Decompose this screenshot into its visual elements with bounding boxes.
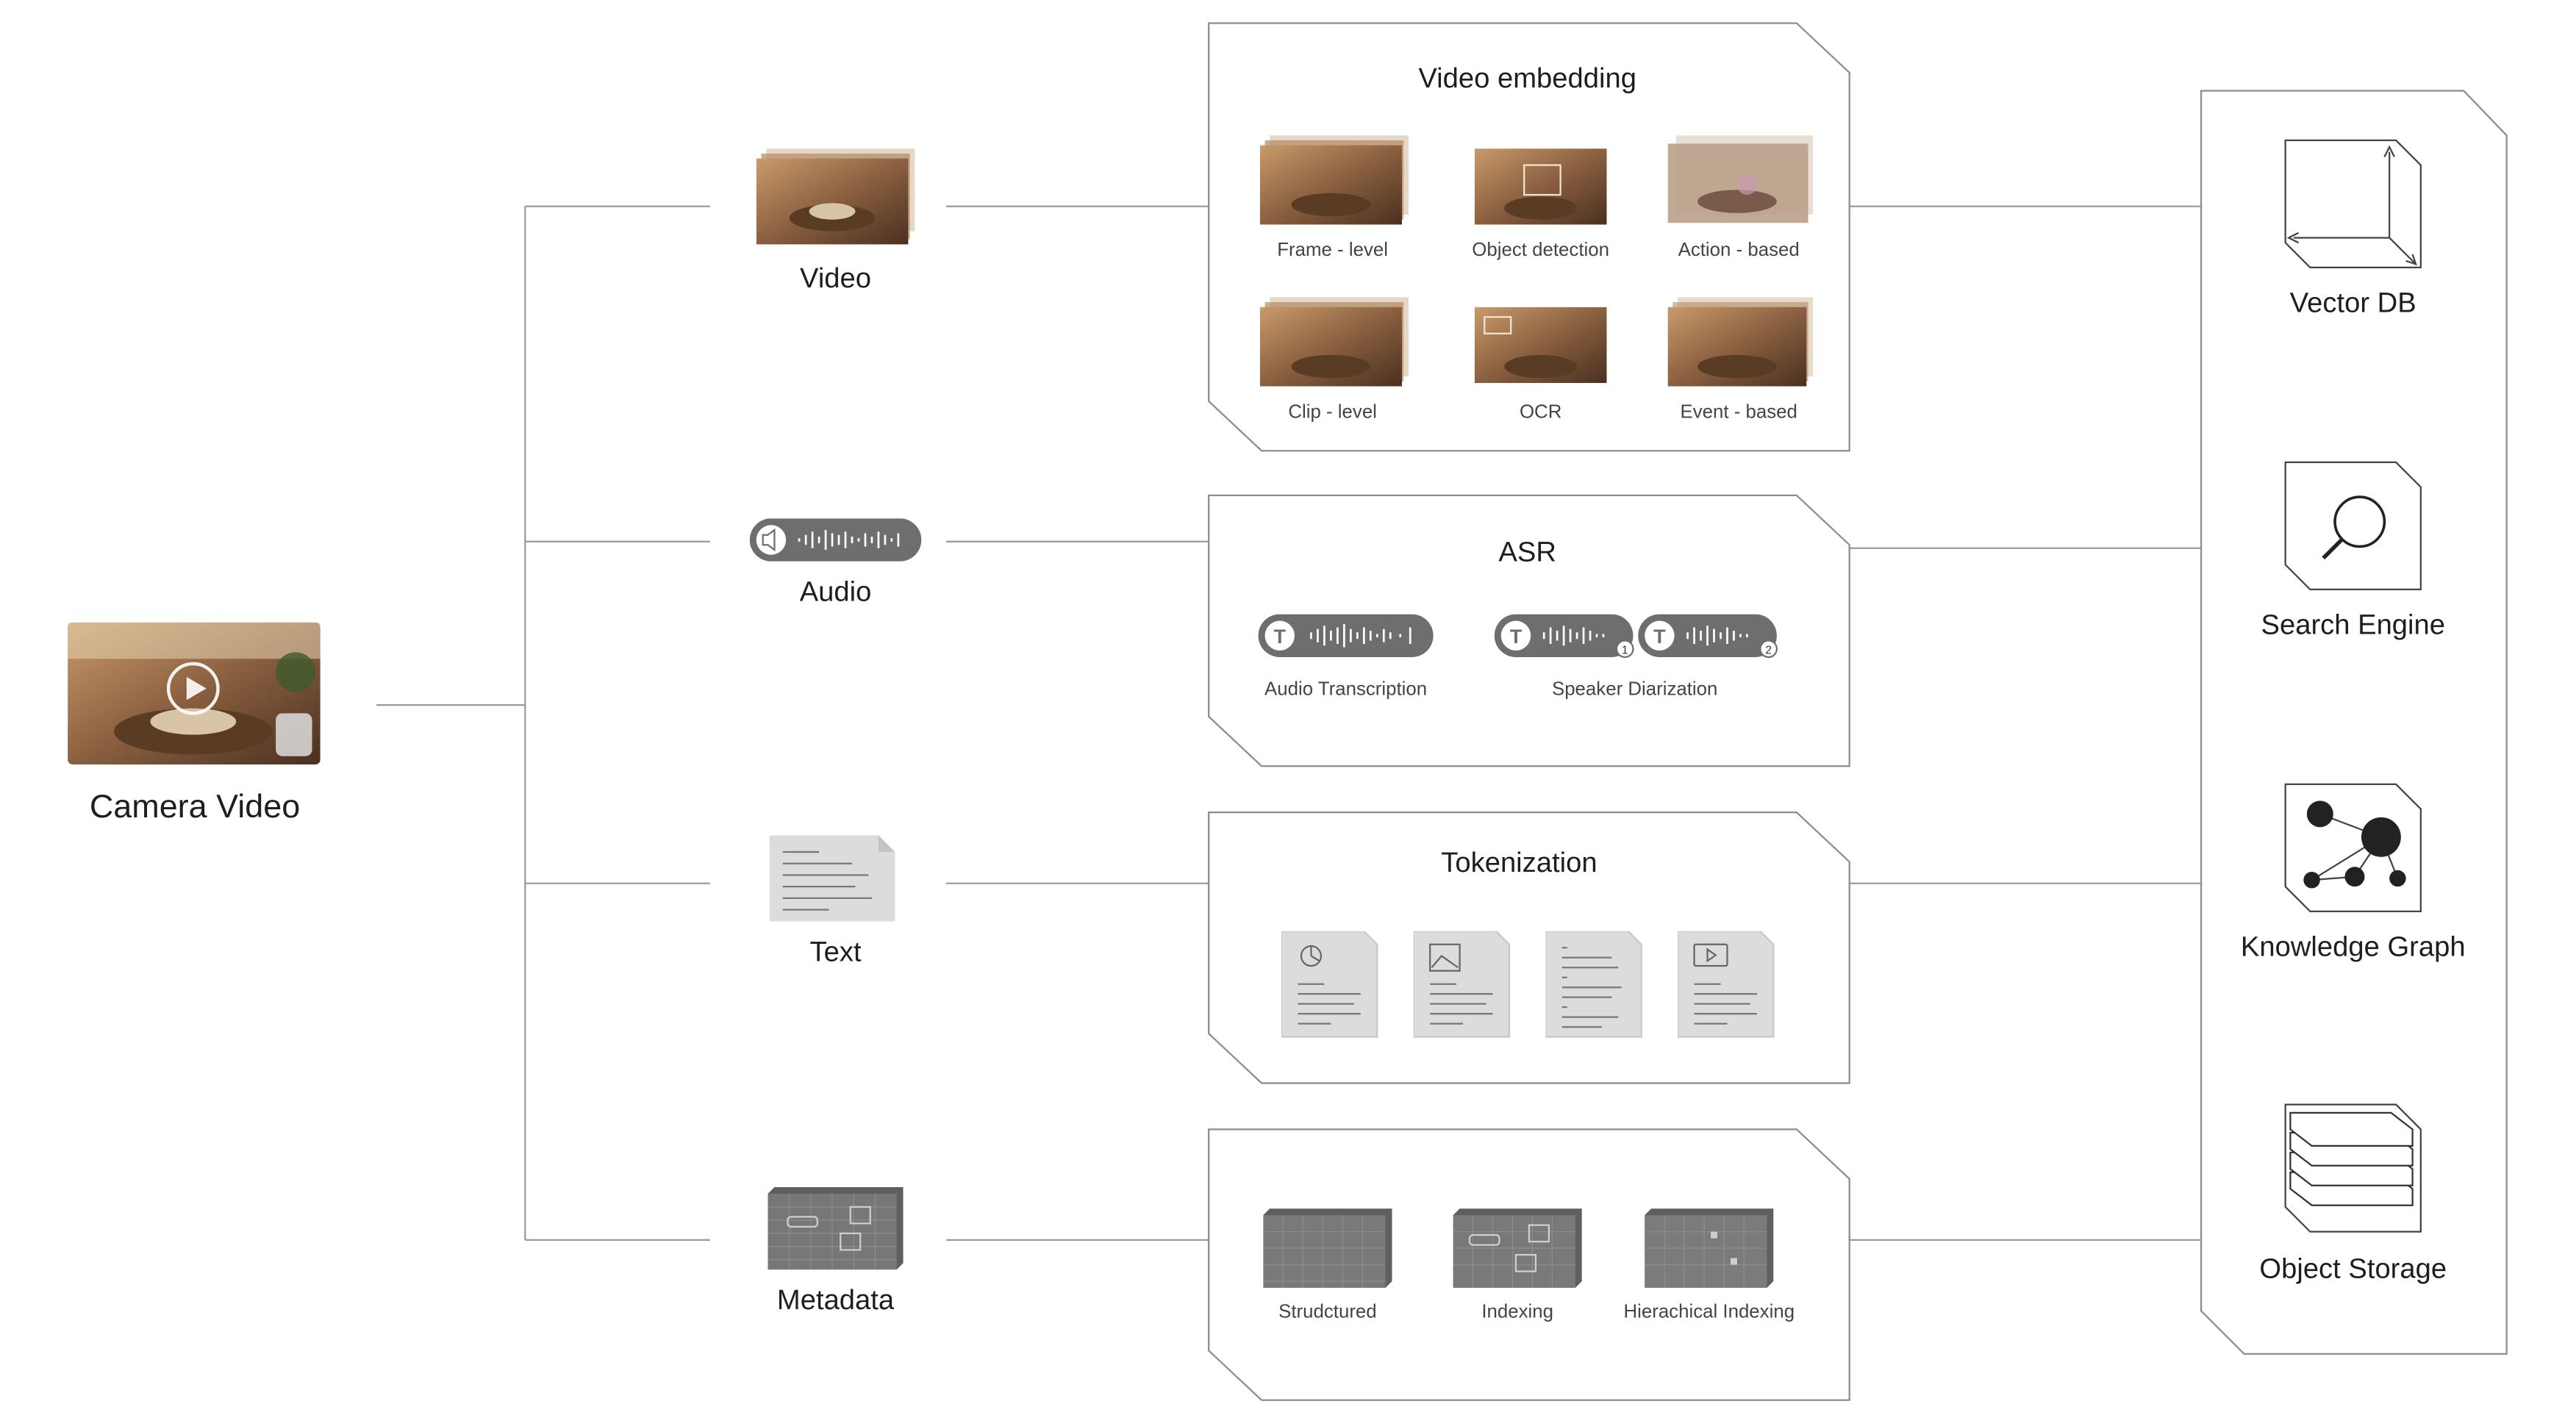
- action-based-thumb: [1667, 135, 1814, 223]
- search-engine-icon: [2284, 461, 2422, 590]
- speaker-2-pill-icon: T 2: [1638, 614, 1778, 659]
- object-detection-thumb: [1474, 148, 1607, 225]
- vector-db-label: Vector DB: [2289, 287, 2416, 319]
- speaker-1-pill-glyph: T: [1510, 626, 1523, 648]
- camera-video-thumbnail[interactable]: [68, 622, 321, 764]
- doc-video-icon: [1678, 931, 1775, 1038]
- metadata-modality-label: Metadata: [776, 1284, 895, 1317]
- audio-transcription-label: Audio Transcription: [1264, 680, 1428, 701]
- hierarchical-indexing-label: Hierachical Indexing: [1623, 1303, 1795, 1323]
- speaker-2-pill-glyph: T: [1653, 626, 1666, 648]
- indexing-icon: [1453, 1208, 1582, 1288]
- ocr-label: OCR: [1519, 403, 1562, 423]
- asr-title: ASR: [1498, 536, 1556, 568]
- ocr-thumb: [1474, 307, 1607, 384]
- tokenization-title: Tokenization: [1441, 847, 1598, 878]
- event-based-thumb: [1667, 297, 1814, 387]
- hierarchical-indexing-icon: [1645, 1208, 1774, 1288]
- event-based-item: [1667, 297, 1814, 395]
- vector-db-icon: [2284, 139, 2422, 268]
- video-embedding-title: Video embedding: [1418, 62, 1636, 95]
- clip-level-label: Clip - level: [1288, 403, 1377, 423]
- knowledge-graph-label: Knowledge Graph: [2240, 931, 2466, 963]
- structured-label: Strudctured: [1278, 1303, 1377, 1323]
- indexing-label: Indexing: [1481, 1303, 1554, 1323]
- ocr-item: [1474, 307, 1607, 392]
- transcription-pill-icon: T: [1258, 614, 1434, 657]
- audio-modality-label: Audio: [799, 576, 872, 608]
- frame-level-thumb: [1259, 135, 1409, 225]
- object-storage-icon: [2284, 1103, 2422, 1233]
- action-based-label: Action - based: [1678, 240, 1800, 261]
- speaker-diarization-label: Speaker Diarization: [1551, 680, 1718, 701]
- text-document-icon: [769, 835, 895, 922]
- metadata-grid-icon: [768, 1186, 904, 1270]
- object-detection-item: [1474, 148, 1607, 233]
- audio-waveform-icon: [749, 518, 922, 562]
- frame-level-item: [1259, 135, 1409, 233]
- doc-list-icon: [1545, 931, 1642, 1038]
- storage-panel: [2200, 90, 2508, 1355]
- object-storage-label: Object Storage: [2259, 1253, 2447, 1285]
- object-detection-label: Object detection: [1472, 240, 1609, 261]
- clip-level-thumb: [1259, 297, 1409, 387]
- search-engine-label: Search Engine: [2261, 609, 2446, 641]
- video-stack-icon: [756, 148, 915, 245]
- speaker-1-pill-icon: T 1: [1494, 614, 1634, 659]
- speaker-2-badge: 2: [1765, 644, 1772, 656]
- transcription-pill-glyph: T: [1274, 626, 1287, 648]
- structured-icon: [1263, 1208, 1392, 1288]
- event-based-label: Event - based: [1680, 403, 1797, 423]
- video-modality-label: Video: [800, 262, 872, 294]
- speaker-1-badge: 1: [1622, 644, 1628, 656]
- doc-chart-icon: [1281, 931, 1378, 1038]
- doc-image-icon: [1413, 931, 1511, 1038]
- text-modality-label: Text: [809, 936, 862, 968]
- knowledge-graph-icon: [2284, 783, 2422, 912]
- clip-level-item: [1259, 297, 1409, 395]
- frame-level-label: Frame - level: [1277, 240, 1388, 261]
- camera-video-label: Camera Video: [89, 789, 301, 826]
- action-based-item: [1667, 135, 1814, 233]
